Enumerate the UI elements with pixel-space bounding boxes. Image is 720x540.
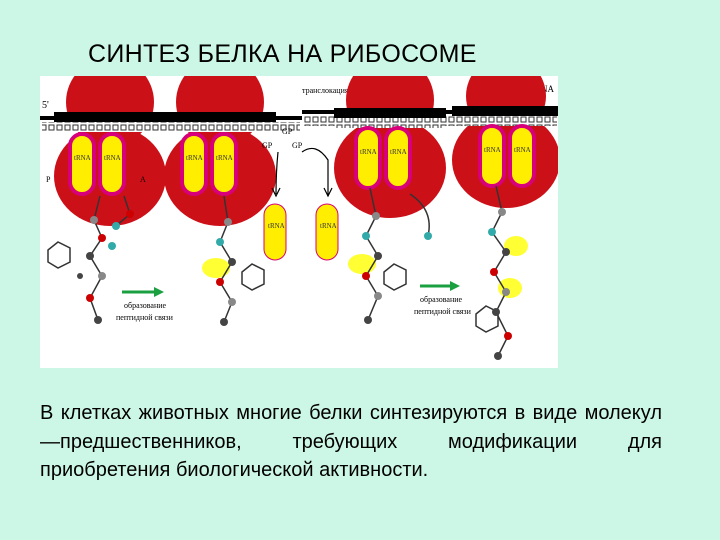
peptide-bond-arrow-1: образование пептидной связи [116,287,174,322]
free-trna-2: tRNA [315,203,339,261]
peptide-chain-4 [475,185,528,360]
trna-label: tRNA [104,154,121,162]
trna-label: tRNA [484,146,501,154]
arrow-label-line2: пептидной связи [116,313,174,322]
gtp-label: GP [262,141,273,150]
ribosome-1: tRNA tRNA P A [46,76,166,226]
trna-label: tRNA [186,154,203,162]
peptide-bond-arrow-2: образование пептидной связи [414,281,472,316]
peptide-chain-2 [202,195,265,326]
ribosome-4: tRNA tRNA [452,76,558,208]
peptide-chain-1 [47,195,134,324]
slide-title: СИНТЕЗ БЕЛКА НА РИБОСОМЕ [88,40,477,68]
translocation-label: транслокация [302,86,349,95]
trna-label: tRNA [268,222,285,230]
slide-caption: В клетках животных многие белки синтезир… [40,402,662,481]
arrow-label-line1: образование [420,295,463,304]
trna-label: tRNA [360,148,377,156]
protein-synthesis-diagram: 5' транслокация mRNA tRNA tRNA P A [40,76,558,368]
free-trna-1: tRNA [263,203,287,261]
trna-label: tRNA [74,154,91,162]
gtp-label: GP [292,141,303,150]
arrow-label-line1: образование [124,301,167,310]
a-site-label: A [140,175,146,184]
peptide-chain-3 [348,187,432,324]
trna-label: tRNA [216,154,233,162]
gtp-label: GP [282,127,293,136]
trna-label: tRNA [514,146,531,154]
mrna-5prime-label: 5' [42,100,49,111]
trna-label: tRNA [320,222,337,230]
gtp-cycle: GP GP GP [262,127,333,198]
trna-label: tRNA [390,148,407,156]
ribosome-3: tRNA tRNA [334,76,446,218]
arrow-label-line2: пептидной связи [414,307,472,316]
ribosome-2: tRNA tRNA [164,76,276,226]
p-site-label: P [46,175,51,184]
